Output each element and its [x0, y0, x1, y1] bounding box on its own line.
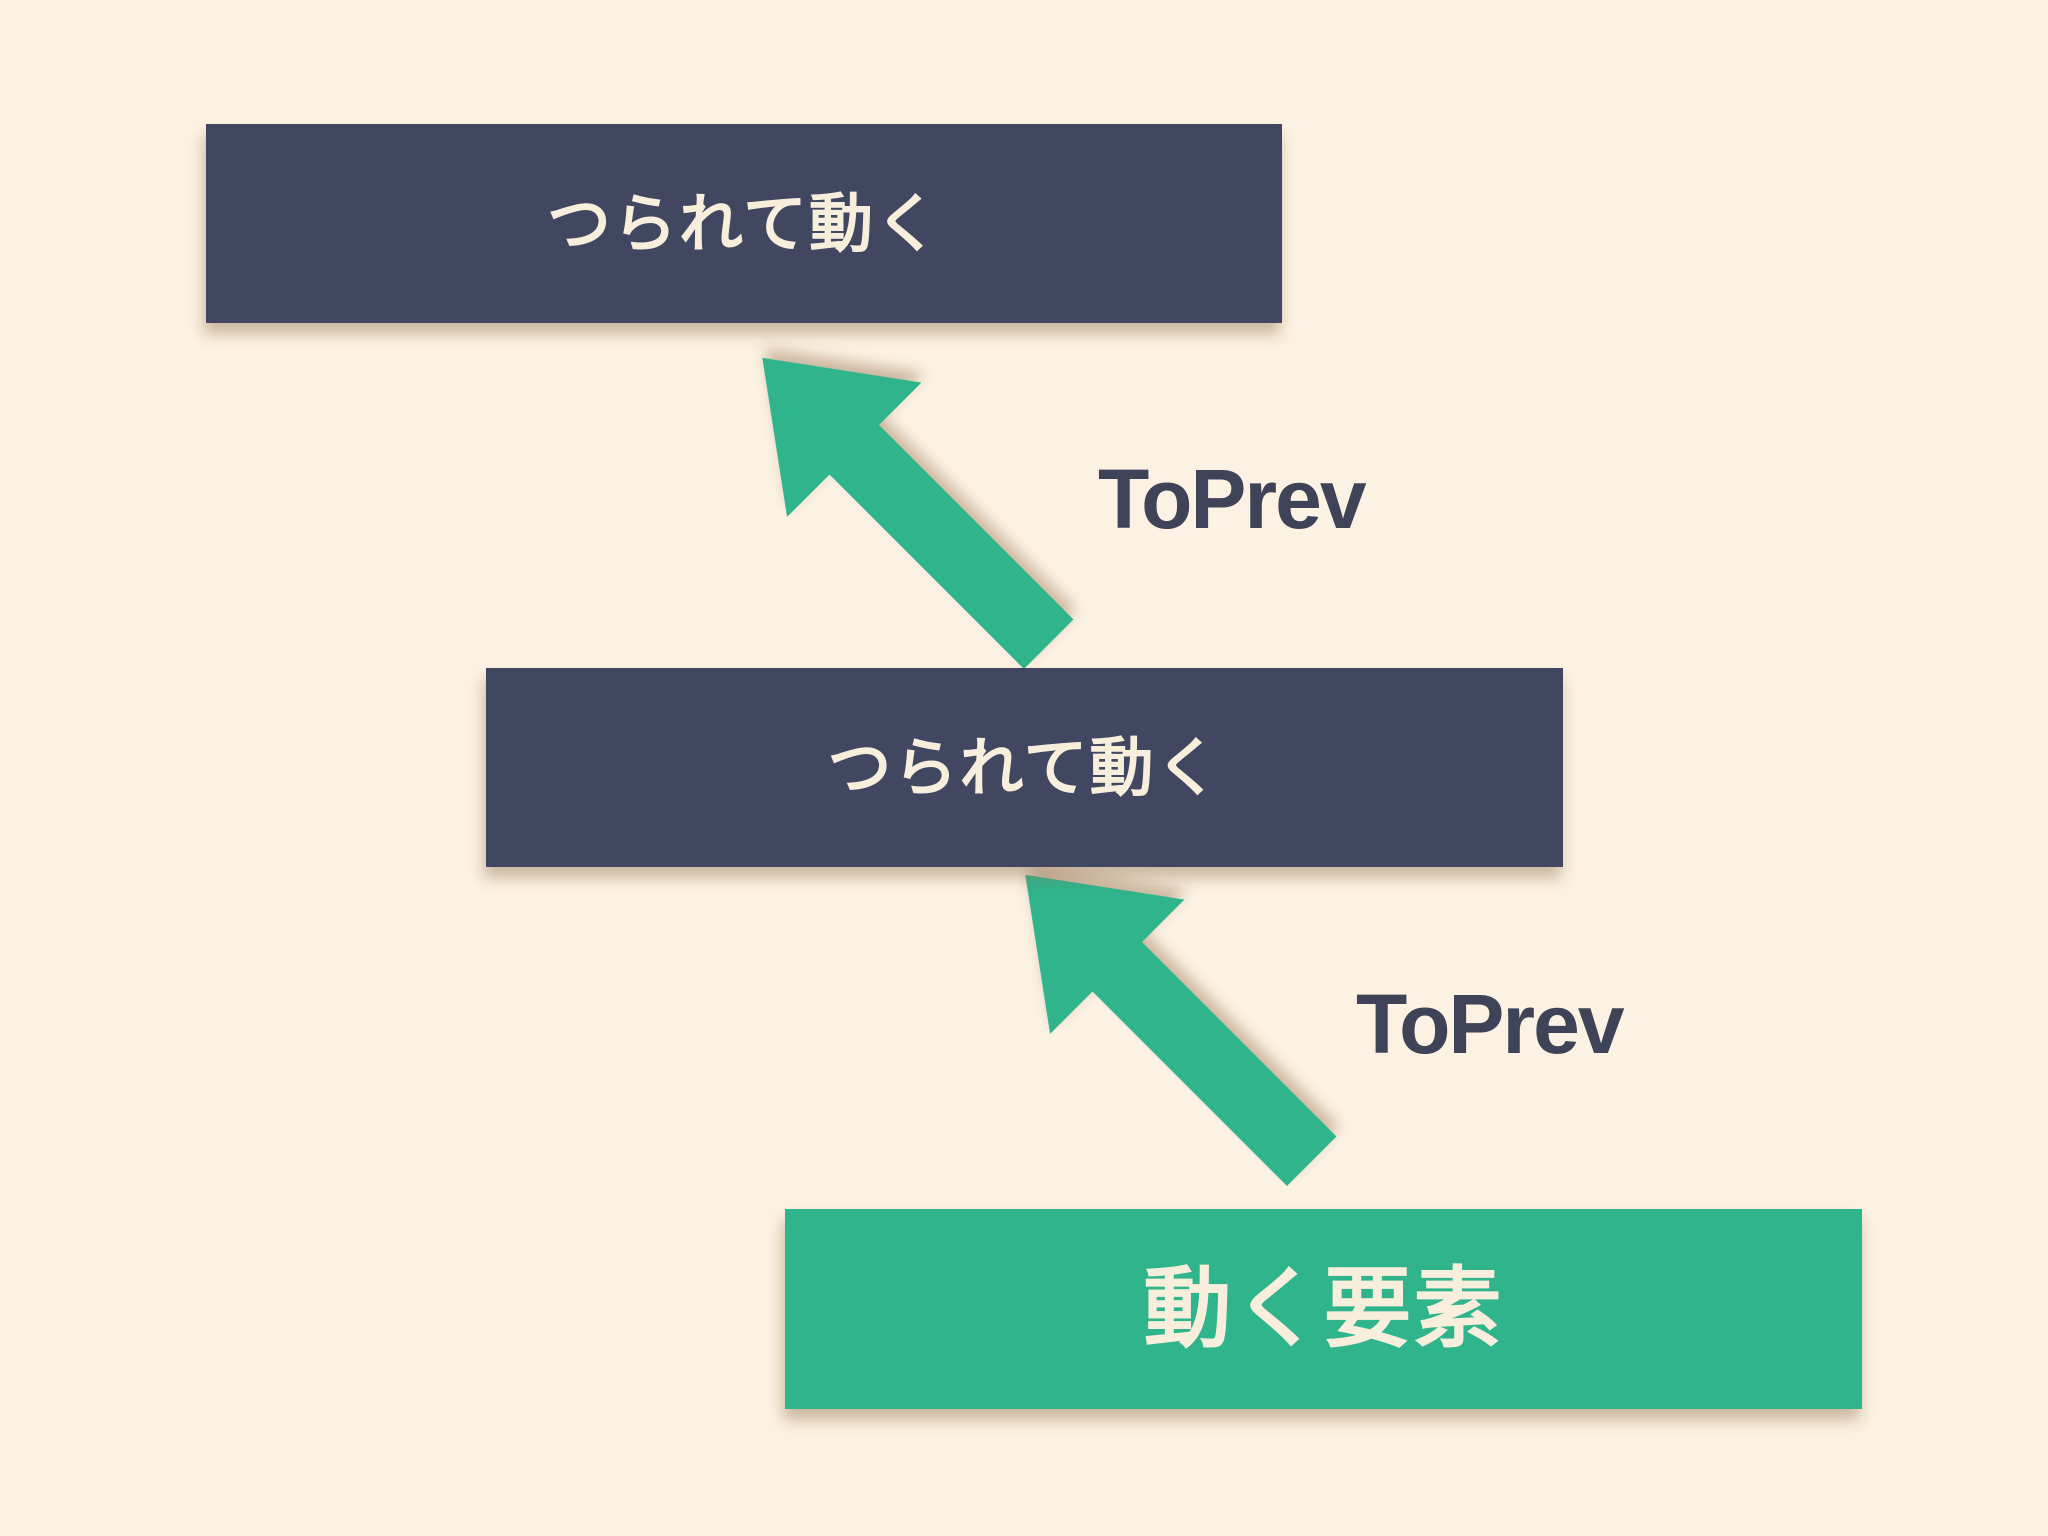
mover-box: 動く要素	[785, 1209, 1862, 1409]
toprev-label-1: ToPrev	[1098, 452, 1367, 546]
follower-box-middle-label: つられて動く	[827, 731, 1222, 804]
arrow-up-left-icon	[958, 808, 1379, 1229]
follower-box-top: つられて動く	[206, 124, 1282, 323]
arrow-up-left-icon	[695, 291, 1116, 712]
toprev-arrow-up-left-1	[695, 291, 1116, 712]
toprev-arrow-up-left-2	[958, 808, 1379, 1229]
follower-box-middle: つられて動く	[486, 668, 1563, 867]
toprev-label-2: ToPrev	[1356, 977, 1625, 1071]
mover-box-label: 動く要素	[1143, 1259, 1504, 1358]
follower-box-top-label: つられて動く	[546, 187, 942, 260]
